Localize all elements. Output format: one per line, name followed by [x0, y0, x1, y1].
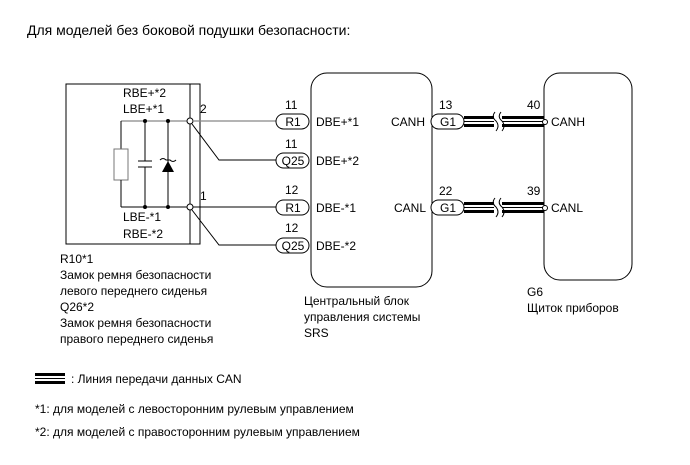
srs-can-signal-label: CANL	[394, 201, 427, 215]
srs-can-connector-code: G1	[439, 201, 456, 215]
legend-can-line-label: : Линия передачи данных CAN	[71, 372, 242, 386]
meter-caption-line: Щиток приборов	[527, 301, 619, 315]
buckle-pin-1-terminal	[186, 203, 194, 211]
srs-can-connector-code: G1	[439, 115, 456, 129]
srs-pin-number: 12	[285, 183, 299, 197]
meter-pin-number: 40	[527, 98, 541, 112]
buckle-caption-line: левого переднего сиденья	[60, 284, 208, 298]
srs-connector-code: R1	[285, 115, 301, 129]
zener-diode-symbol	[162, 161, 174, 172]
pin-label-rbe-plus: RBE+*2	[123, 86, 167, 100]
legend-note-2: *2: для моделей с правосторонним рулевым…	[35, 425, 360, 439]
buckle-pin-number-plus: 2	[200, 102, 207, 116]
srs-signal-label: DBE-*1	[316, 201, 357, 215]
pin-label-lbe-plus: LBE+*1	[123, 102, 165, 116]
srs-can-pin-number: 22	[439, 184, 453, 198]
buckle-caption-line: Замок ремня безопасности	[60, 316, 212, 330]
srs-signal-label: DBE+*1	[316, 115, 360, 129]
srs-caption-line: SRS	[304, 326, 329, 340]
buckle-internal-circuit	[113, 84, 191, 244]
meter-pin-number: 39	[527, 184, 541, 198]
meter-caption: G6 Щиток приборов	[527, 284, 619, 316]
meter-pin-39-terminal	[542, 205, 548, 211]
diagram-title: Для моделей без боковой подушки безопасн…	[27, 22, 351, 38]
connector-pill-r1-minus	[275, 199, 310, 216]
srs-signal-label: DBE+*2	[316, 154, 360, 168]
srs-connector-code: R1	[285, 201, 301, 215]
legend-note-1: *1: для моделей с левосторонним рулевым …	[35, 402, 354, 416]
srs-connector-code: Q25	[281, 154, 305, 168]
srs-caption-line: управления системы	[304, 310, 421, 324]
srs-pin-number: 11	[285, 137, 298, 151]
srs-caption: Центральный блок управления системы SRS	[304, 293, 420, 341]
srs-unit-box	[310, 72, 433, 288]
wires-buckle-to-srs	[191, 120, 276, 246]
meter-box	[543, 72, 633, 281]
srs-signal-label: DBE-*2	[316, 239, 357, 253]
buckle-caption-line: R10*1	[60, 252, 94, 266]
srs-caption-line: Центральный блок	[304, 294, 409, 308]
pin-label-lbe-minus: LBE-*1	[123, 210, 162, 224]
buckle-pin-2-terminal	[186, 117, 194, 125]
buckle-caption: R10*1 Замок ремня безопасности левого пе…	[60, 251, 213, 347]
buckle-caption-line: Q26*2	[60, 300, 95, 314]
buckle-caption-line: правого переднего сиденья	[60, 332, 214, 346]
meter-signal-label: CANH	[551, 115, 586, 129]
connector-pill-q25-minus	[275, 237, 310, 254]
connector-pill-q25-plus	[275, 152, 310, 169]
pin-label-rbe-minus: RBE-*2	[123, 227, 164, 241]
connector-pill-r1-plus	[275, 113, 310, 130]
can-bus-canl	[464, 197, 544, 218]
srs-connector-code: Q25	[281, 239, 305, 253]
buckle-box	[65, 83, 201, 245]
meter-caption-line: G6	[527, 285, 544, 299]
can-bus-canh	[464, 111, 544, 132]
meter-signal-label: CANL	[551, 201, 584, 215]
srs-can-signal-label: CANH	[391, 115, 426, 129]
resistor-symbol	[113, 148, 129, 181]
srs-can-pin-number: 13	[439, 98, 453, 112]
srs-pin-number: 12	[285, 221, 299, 235]
buckle-pin-number-minus: 1	[200, 189, 207, 203]
buckle-caption-line: Замок ремня безопасности	[60, 268, 212, 282]
srs-pin-number: 11	[285, 98, 298, 112]
meter-pin-40-terminal	[542, 119, 548, 125]
legend-can-line-icon	[35, 373, 65, 384]
